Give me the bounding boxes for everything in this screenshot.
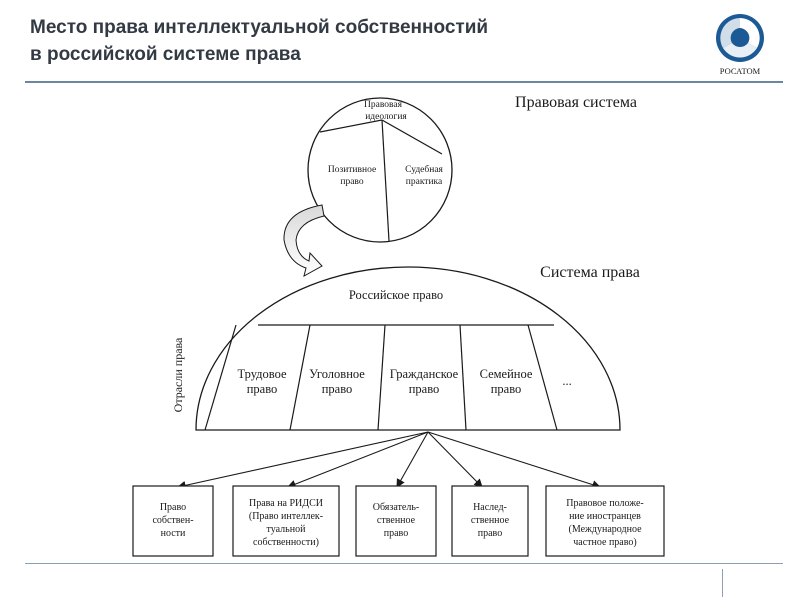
- subbranch-property-line-2: собствен-: [152, 515, 193, 526]
- subbranch-box-foreigners: [545, 485, 665, 557]
- branches-side-label: Отрасли права: [171, 337, 185, 412]
- branch-ellipsis: ...: [562, 374, 571, 388]
- subbranch-inheritance-line-3: право: [478, 528, 502, 539]
- branch-family-line-1: Семейное: [480, 367, 533, 381]
- header-divider: [25, 81, 783, 83]
- subbranch-ip-line-1: Права на РИДСИ: [249, 498, 323, 509]
- subbranch-ip-line-4: собственности): [253, 537, 319, 548]
- branch-family-line-2: право: [491, 382, 522, 396]
- subbranch-obligations-line-3: право: [384, 528, 408, 539]
- legal-system-heading: Правовая система: [515, 94, 637, 111]
- rosatom-logo: РОСАТОМ: [716, 14, 764, 76]
- branch-labor-line-2: право: [247, 382, 278, 396]
- subbranch-box-property: [132, 485, 214, 557]
- law-system-heading: Система права: [540, 264, 640, 281]
- footer-divider: [25, 563, 783, 564]
- subbranch-arrows: [176, 431, 602, 490]
- subbranch-box-obligations: [355, 485, 437, 557]
- curved-arrow: [283, 204, 325, 277]
- subbranch-foreigners-line-2: ние иностранцев: [569, 511, 641, 522]
- subbranch-property-line-1: Право: [160, 502, 186, 513]
- subbranch-obligations-line-1: Обязатель-: [373, 502, 419, 513]
- subbranch-ip-line-2: (Право интеллек-: [249, 511, 323, 522]
- logo-text: РОСАТОМ: [720, 66, 761, 76]
- branch-labor-line-1: Трудовое: [237, 367, 287, 381]
- branch-criminal-line-1: Уголовное: [309, 367, 365, 381]
- segment-positive-law-line-1: Позитивное: [328, 165, 376, 175]
- segment-ideology-line-1: Правовая: [364, 100, 403, 110]
- segment-ideology-line-2: идеология: [365, 112, 407, 122]
- slide-title: Место права интеллектуальной собственнос…: [30, 14, 680, 68]
- segment-judicial-practice-line-2: практика: [406, 177, 443, 187]
- legal-system-circle: [307, 97, 453, 243]
- subbranch-foreigners-line-4: частное право): [573, 537, 636, 548]
- subbranch-box-inheritance: [451, 485, 529, 557]
- subbranch-obligations-line-2: ственное: [377, 515, 416, 526]
- segment-judicial-practice-line-1: Судебная: [405, 164, 443, 175]
- subbranch-foreigners-line-3: (Международное: [568, 524, 642, 535]
- dome-label: Российское право: [349, 288, 443, 302]
- branch-civil-line-1: Гражданское: [390, 367, 459, 381]
- subbranch-foreigners-line-1: Правовое положе-: [566, 498, 644, 509]
- subbranch-ip-line-3: туальной: [267, 524, 307, 535]
- footer-tick: [722, 569, 723, 597]
- branch-criminal-line-2: право: [322, 382, 353, 396]
- slide-title-line-2: в российской системе права: [30, 44, 301, 65]
- slide-title-line-1: Место права интеллектуальной собственнос…: [30, 17, 489, 38]
- branch-civil-line-2: право: [409, 382, 440, 396]
- subbranch-inheritance-line-2: ственное: [471, 515, 510, 526]
- subbranch-box-ip: [232, 485, 340, 557]
- subbranch-property-line-3: ности: [161, 528, 186, 539]
- segment-positive-law-line-2: право: [340, 177, 363, 187]
- law-system-dome: [195, 266, 621, 431]
- subbranch-inheritance-line-1: Наслед-: [473, 502, 507, 513]
